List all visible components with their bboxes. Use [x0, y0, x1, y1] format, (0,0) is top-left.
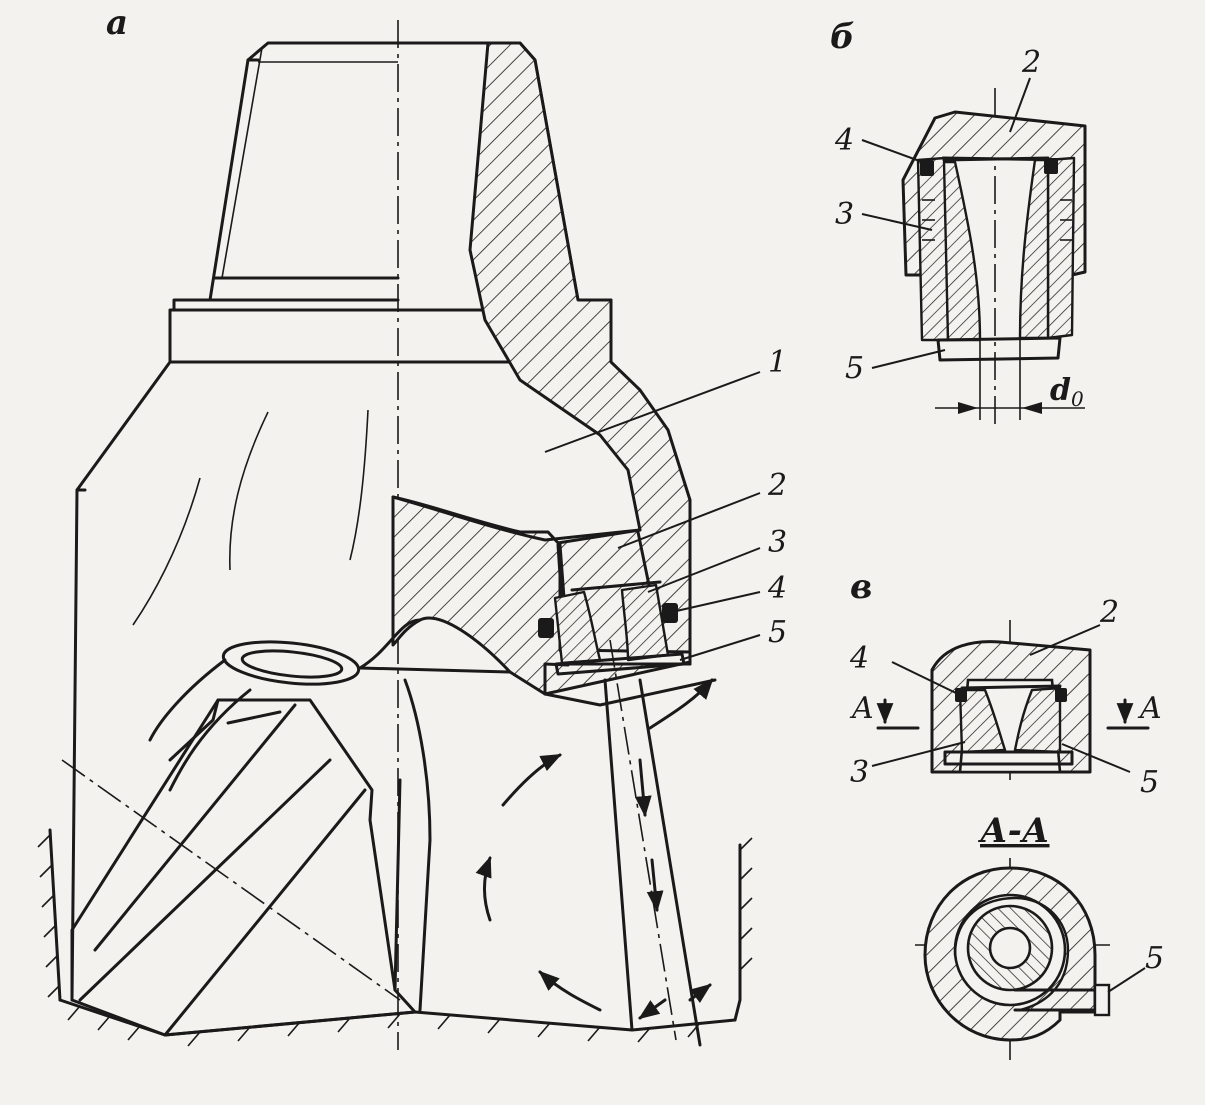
b-callout-5: 5: [845, 351, 864, 386]
b-dimension: d0: [1050, 373, 1084, 411]
view-a-bit-section: [37, 20, 761, 1050]
view-v-nozzle-detail: [871, 620, 1150, 785]
view-b-nozzle-detail: [861, 77, 1087, 425]
callout-2: 2: [767, 468, 787, 503]
v-callout-2: 2: [1099, 595, 1119, 630]
section-mark-left: A: [849, 691, 874, 726]
view-b-label: б: [830, 17, 855, 57]
b-callout-2: 2: [1021, 45, 1041, 80]
callout-4: 4: [767, 571, 787, 606]
section-mark-right: A: [1137, 691, 1162, 726]
v-callout-3: 3: [850, 755, 869, 790]
b-callout-3: 3: [835, 197, 854, 232]
b-callout-4: 4: [834, 123, 854, 158]
view-v-label: в: [850, 567, 872, 607]
section-callout-5: 5: [1145, 941, 1164, 976]
callout-3: 3: [768, 525, 787, 560]
view-a-label: а: [106, 3, 128, 43]
v-callout-4: 4: [849, 641, 869, 676]
nozzle-boss-section: [391, 495, 570, 696]
section-title: А-А: [977, 811, 1050, 851]
callout-5: 5: [768, 615, 787, 650]
v-callout-5: 5: [1140, 765, 1159, 800]
seal-ring-left: [538, 618, 554, 638]
seal-ring-right: [662, 603, 678, 623]
callout-1: 1: [768, 345, 787, 380]
section-a-a: [915, 858, 1146, 1060]
